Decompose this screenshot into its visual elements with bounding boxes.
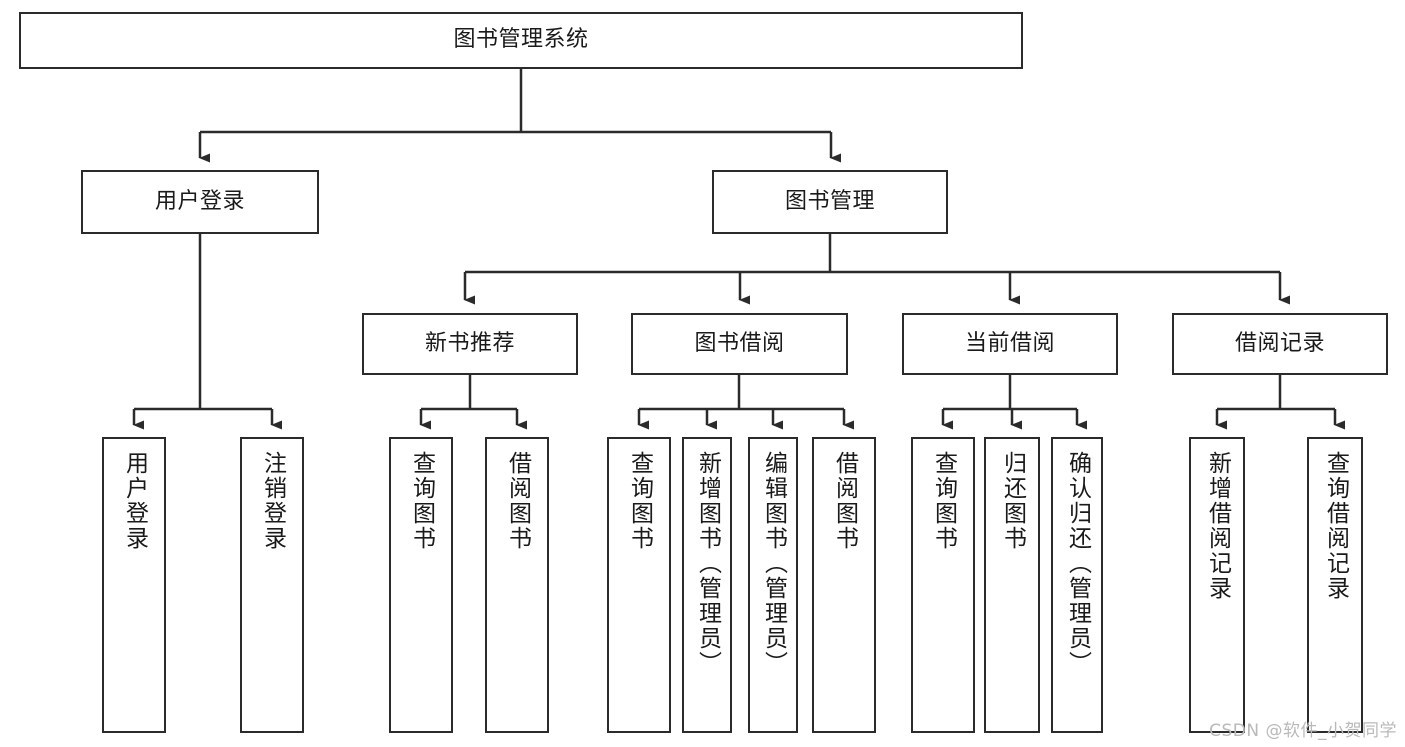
leaf-confirm-return-admin[interactable]: 确认归还（管理员） [1051, 437, 1103, 733]
leaf-query-book-rec[interactable]: 查询图书 [389, 437, 453, 733]
leaf-query-book-borrow[interactable]: 查询图书 [607, 437, 671, 733]
node-new-book-rec-label: 新书推荐 [424, 330, 515, 356]
node-borrow-record[interactable]: 借阅记录 [1172, 313, 1388, 375]
leaf-query-book-borrow-label: 查询图书 [626, 451, 653, 551]
leaf-return-book-label: 归还图书 [999, 451, 1026, 551]
leaf-return-book[interactable]: 归还图书 [984, 437, 1040, 733]
leaf-user-logout[interactable]: 注销登录 [240, 437, 304, 733]
node-user-login-label: 用户登录 [154, 188, 245, 214]
leaf-edit-book-admin[interactable]: 编辑图书（管理员） [748, 437, 798, 733]
leaf-add-book-admin[interactable]: 新增图书（管理员） [682, 437, 732, 733]
leaf-query-book-rec-label: 查询图书 [408, 451, 435, 551]
leaf-confirm-return-admin-label: 确认归还（管理员） [1064, 451, 1091, 676]
node-book-manage[interactable]: 图书管理 [712, 170, 948, 234]
node-current-borrow[interactable]: 当前借阅 [902, 313, 1118, 375]
leaf-add-borrow-record-label: 新增借阅记录 [1204, 451, 1231, 601]
leaf-add-borrow-record[interactable]: 新增借阅记录 [1189, 437, 1245, 733]
leaf-borrow-book-rec-label: 借阅图书 [504, 451, 531, 551]
node-borrow-record-label: 借阅记录 [1234, 330, 1325, 356]
leaf-query-book-current[interactable]: 查询图书 [911, 437, 975, 733]
leaf-query-borrow-record-label: 查询借阅记录 [1322, 451, 1349, 601]
node-book-manage-label: 图书管理 [784, 188, 875, 214]
node-current-borrow-label: 当前借阅 [964, 330, 1055, 356]
leaf-query-book-current-label: 查询图书 [930, 451, 957, 551]
node-root-label: 图书管理系统 [453, 27, 589, 53]
leaf-user-login[interactable]: 用户登录 [102, 437, 166, 733]
leaf-borrow-book-rec[interactable]: 借阅图书 [485, 437, 549, 733]
leaf-borrow-book[interactable]: 借阅图书 [812, 437, 876, 733]
leaf-edit-book-admin-label: 编辑图书（管理员） [760, 451, 787, 676]
node-new-book-rec[interactable]: 新书推荐 [362, 313, 578, 375]
node-book-borrow-label: 图书借阅 [694, 330, 785, 356]
leaf-borrow-book-label: 借阅图书 [831, 451, 858, 551]
leaf-query-borrow-record[interactable]: 查询借阅记录 [1307, 437, 1363, 733]
node-book-borrow[interactable]: 图书借阅 [631, 313, 848, 375]
watermark-text: CSDN @软件_小贺同学 [1209, 721, 1397, 741]
node-user-login[interactable]: 用户登录 [81, 170, 319, 234]
leaf-user-logout-label: 注销登录 [259, 451, 286, 551]
leaf-user-login-label: 用户登录 [121, 451, 148, 551]
node-root[interactable]: 图书管理系统 [19, 12, 1023, 69]
leaf-add-book-admin-label: 新增图书（管理员） [694, 451, 721, 676]
